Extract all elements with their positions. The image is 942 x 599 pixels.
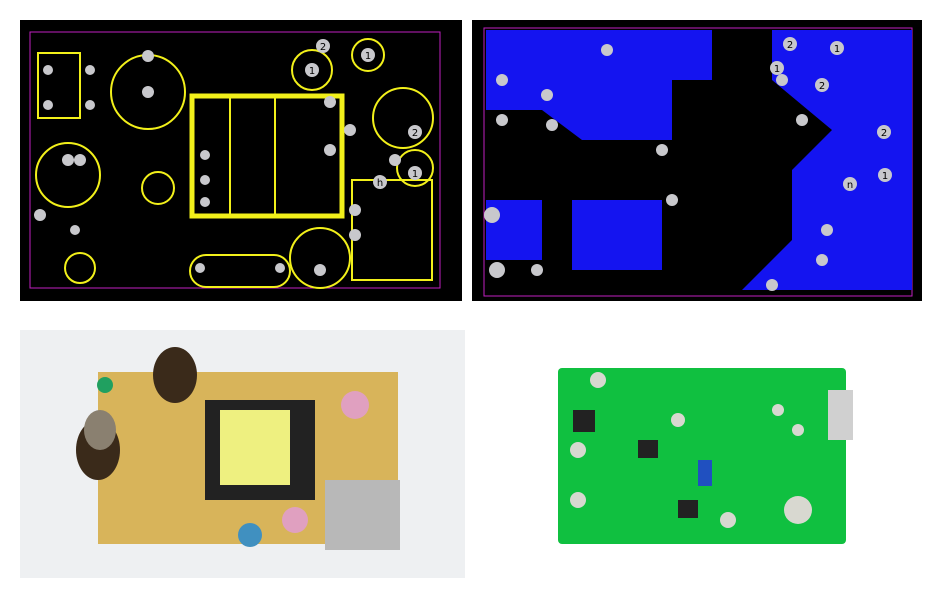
pad-label: 1: [834, 44, 840, 55]
solder-side-photo: [478, 330, 922, 578]
pad-label: h: [377, 178, 383, 189]
pad-label: 1: [412, 169, 418, 180]
silkscreen-layout-panel: 1 1 2 2 1 h: [20, 20, 462, 301]
pad-label: 1: [882, 171, 888, 182]
copper-drawing: 2 1 1 2 2 n 1: [483, 27, 913, 297]
pad-label: 1: [365, 51, 371, 62]
component-side-drawing: [76, 347, 400, 550]
component-side-photo: [20, 330, 465, 578]
solder-side-drawing: [558, 368, 853, 544]
pad-label: 1: [774, 64, 780, 75]
copper-layout-panel: 2 1 1 2 2 n 1: [472, 20, 922, 301]
pad-label: 2: [320, 42, 326, 53]
pad-label: 2: [819, 81, 825, 92]
silkscreen-drawing: 1 1 2 2 1 h: [29, 31, 441, 289]
pad-label: 2: [412, 128, 418, 139]
pad-label: 1: [309, 66, 315, 77]
pad-label: n: [847, 180, 853, 191]
pad-label: 2: [787, 40, 793, 51]
pad-label: 2: [881, 128, 887, 139]
